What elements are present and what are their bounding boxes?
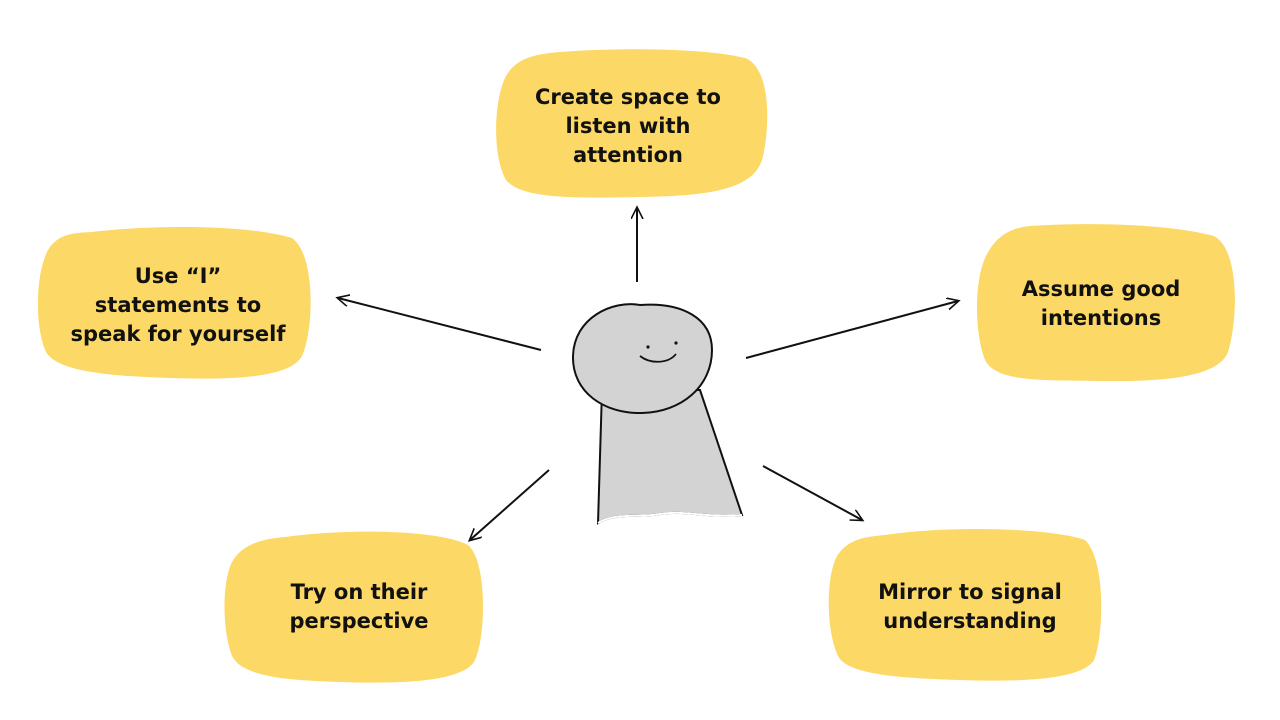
bubble-left-label: Use “I” statements to speak for yourself (70, 263, 286, 346)
bubble-bottom-right-label: Mirror to signal understanding (878, 580, 1062, 633)
arrow-to-bottom-left (470, 469, 550, 540)
bubble-right (977, 224, 1235, 382)
bubble-top-label: Create space to listen with attention (535, 84, 721, 167)
arrow-to-left (338, 298, 542, 351)
person-eye-right (674, 341, 678, 345)
bubble-right-label: Assume good intentions (1021, 277, 1181, 330)
bubble-bottom-left-label: Try on their perspective (289, 580, 429, 633)
bubble-top (496, 49, 768, 198)
person-eye-left (646, 345, 650, 349)
person-figure (571, 303, 744, 525)
arrow-to-right (745, 301, 958, 359)
arrow-to-bottom-right (762, 465, 862, 520)
bubble-left (37, 227, 311, 379)
person-smile (639, 353, 677, 363)
bubble-bottom-right (828, 528, 1102, 681)
bubble-bottom-left (224, 531, 484, 683)
person-body-bottom-edge (597, 511, 743, 524)
